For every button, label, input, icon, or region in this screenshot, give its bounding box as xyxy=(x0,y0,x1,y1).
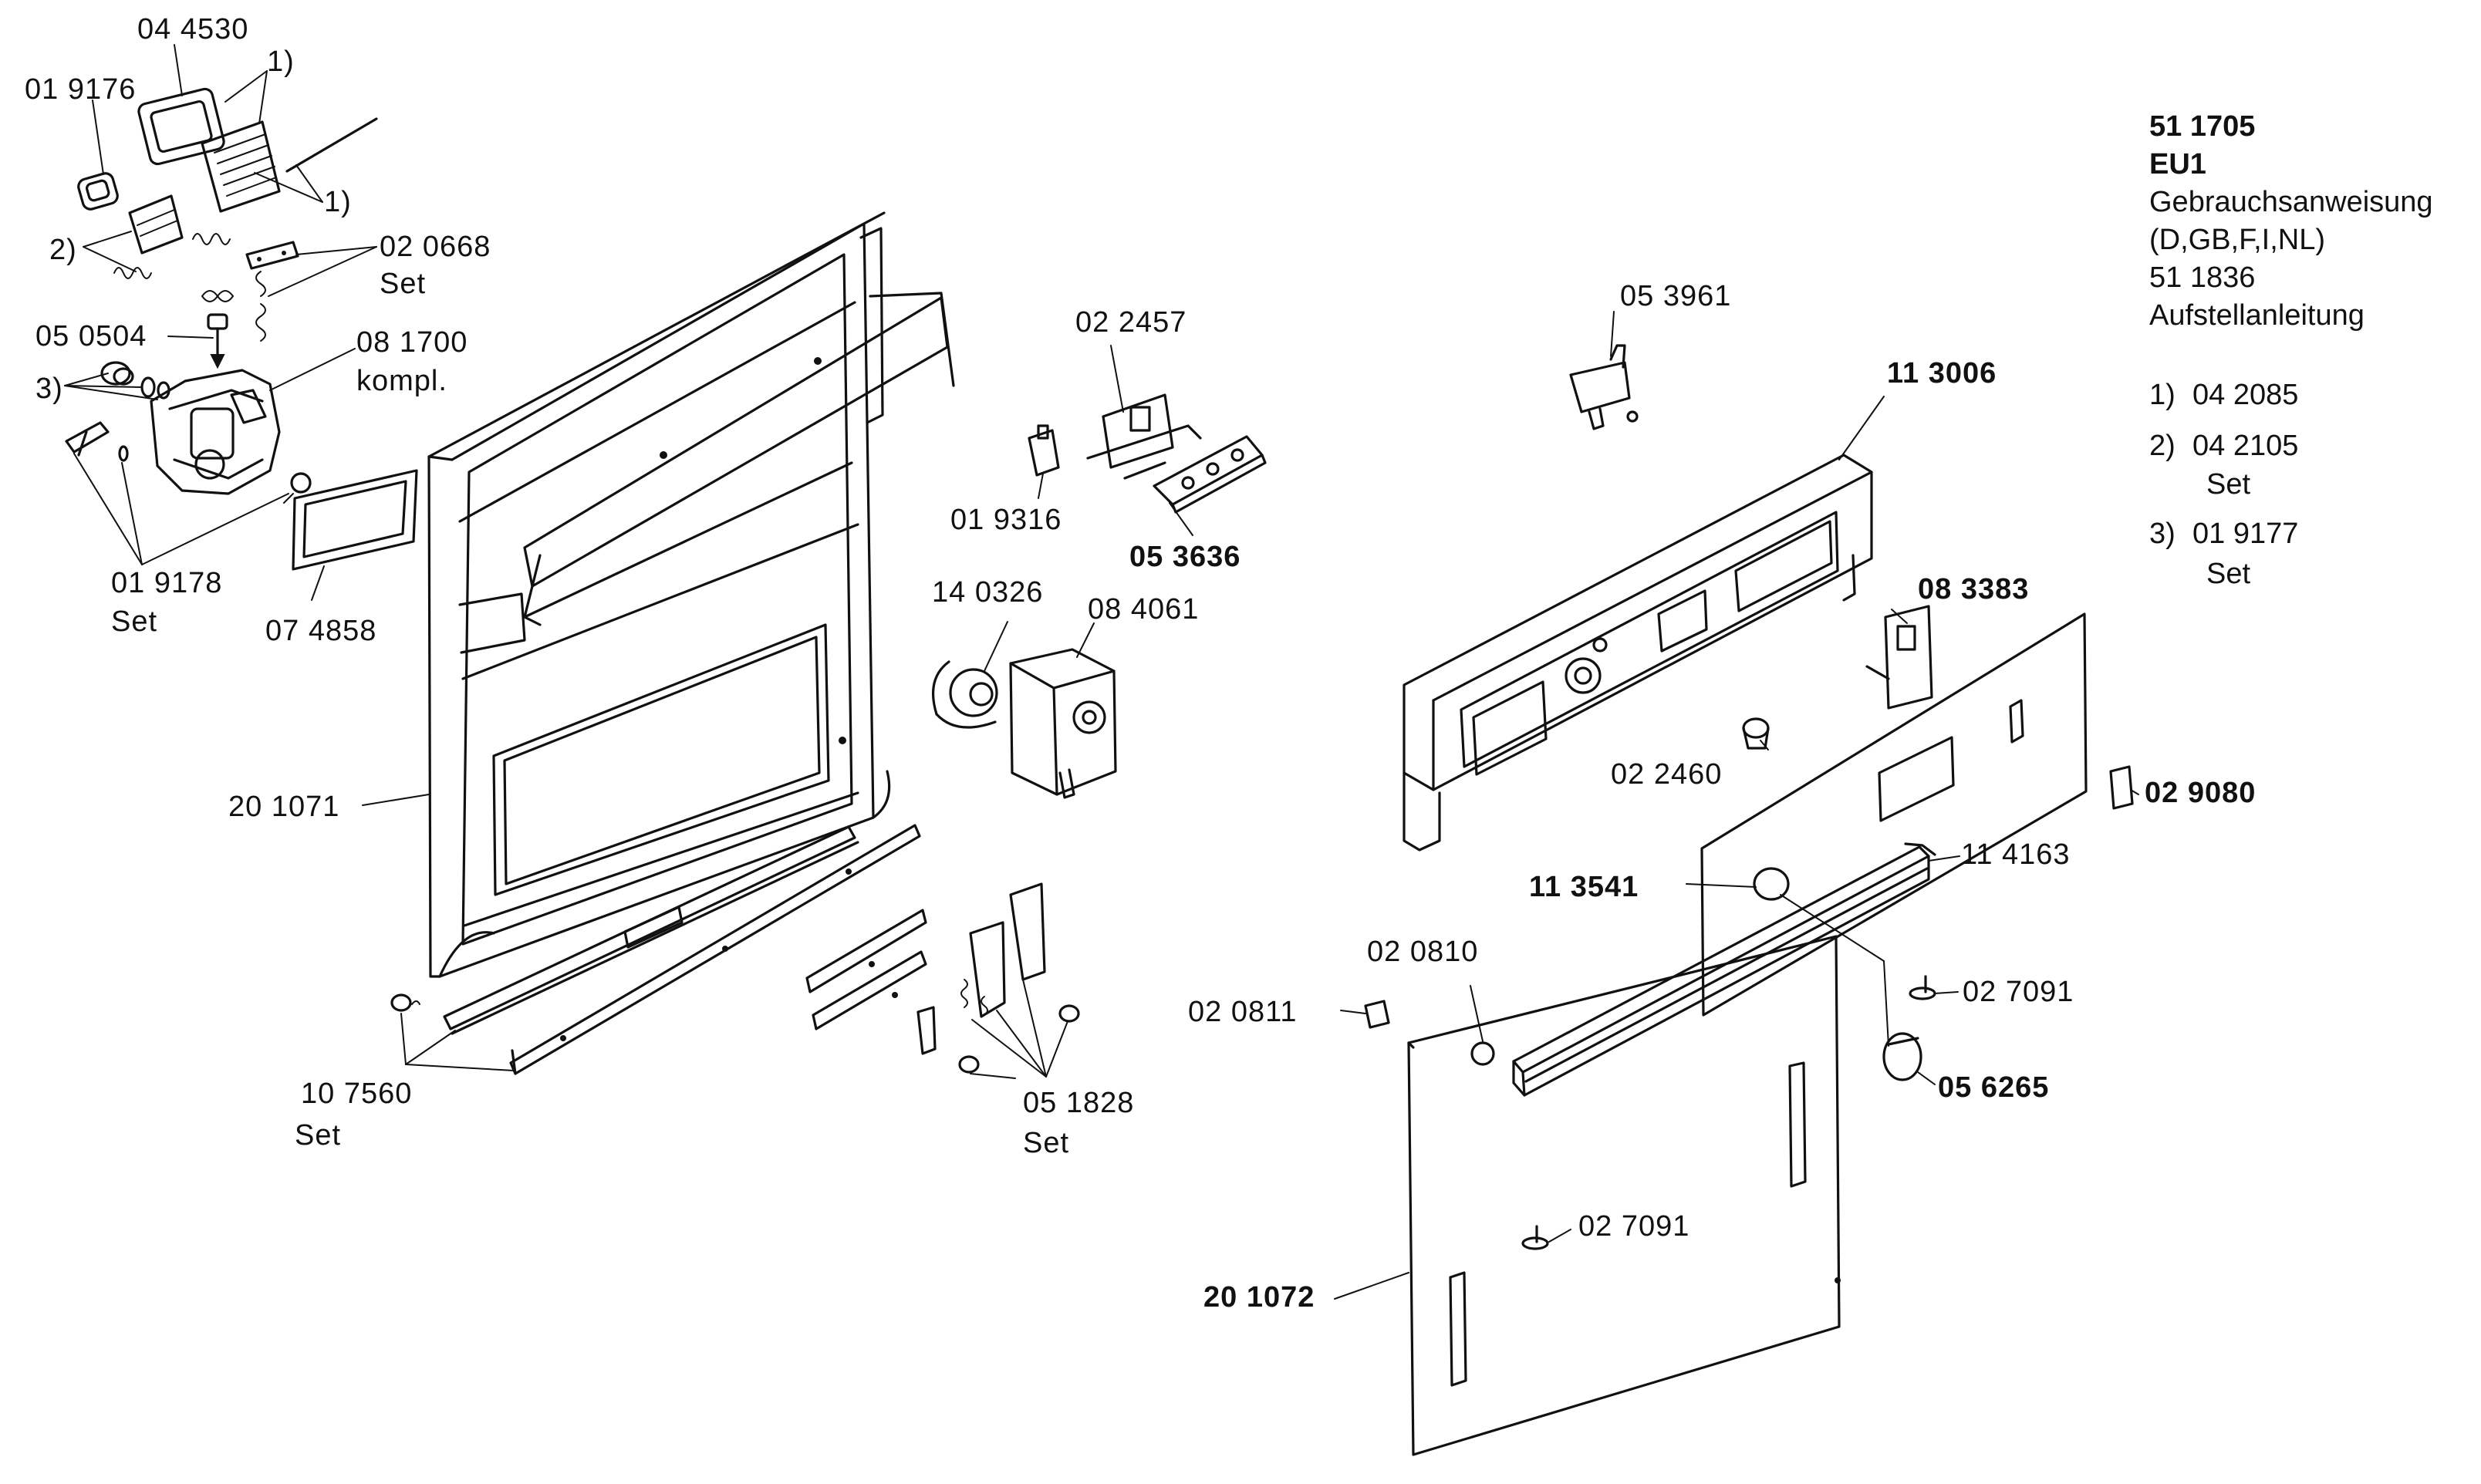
label-019316: 01 9316 xyxy=(950,504,1062,536)
label-019176: 01 9176 xyxy=(25,73,137,106)
bottom-rails-107560 xyxy=(390,824,921,1075)
label-020811: 02 0811 xyxy=(1188,996,1298,1028)
control-panel-113006 xyxy=(1403,454,1873,852)
label-020668-set: Set xyxy=(380,268,427,300)
springs xyxy=(113,233,266,342)
clip-027091-top xyxy=(1909,975,1936,1000)
footnote-mark-1-mid: 1) xyxy=(324,186,352,218)
footnote-3-part: 01 9177 xyxy=(2192,518,2299,550)
fascia-113541 xyxy=(1700,612,2088,1017)
leader-lines xyxy=(64,44,2139,1300)
footnote-2-part: 04 2105 xyxy=(2192,430,2299,462)
label-081700: 08 1700 xyxy=(356,326,468,359)
footnote-3-note: Set xyxy=(2206,558,2251,590)
label-019178: 01 9178 xyxy=(111,567,223,599)
nut-020811 xyxy=(1364,1000,1390,1029)
footnote-3: 3) 01 9177 xyxy=(2149,517,2298,551)
gasket-074858 xyxy=(292,469,418,571)
clip-019316 xyxy=(1028,424,1060,477)
label-083383: 08 3383 xyxy=(1918,573,2030,605)
legend-manual-languages: (D,GB,F,I,NL) xyxy=(2149,224,2326,256)
label-029080: 02 9080 xyxy=(2145,777,2257,809)
small-grille xyxy=(128,194,184,255)
hinge-parts-051828 xyxy=(805,882,1080,1074)
clip-027091-bottom xyxy=(1521,1225,1549,1250)
bracket-022457 xyxy=(1086,393,1202,480)
screw-107560 xyxy=(390,993,412,1012)
label-107560: 10 7560 xyxy=(301,1078,413,1110)
legend-model-variant: EU1 xyxy=(2149,148,2206,180)
label-114163: 11 4163 xyxy=(1961,838,2071,871)
label-056265: 05 6265 xyxy=(1938,1071,2050,1104)
label-027091-bottom: 02 7091 xyxy=(1578,1210,1690,1243)
vent-grille xyxy=(201,120,281,213)
footnote-2-mark: 2) xyxy=(2149,430,2176,462)
vent-frame-044530 xyxy=(137,87,225,166)
footnote-1-part: 04 2085 xyxy=(2192,379,2299,411)
label-022457: 02 2457 xyxy=(1075,306,1187,339)
button-022460 xyxy=(1742,717,1770,750)
label-020668: 02 0668 xyxy=(380,231,491,263)
cap-029080 xyxy=(2109,765,2134,810)
legend-install-number: 51 1836 xyxy=(2149,261,2256,294)
label-081700-kompl: kompl. xyxy=(356,365,447,397)
seal-strip xyxy=(285,117,378,173)
timer-084061 xyxy=(1009,648,1117,799)
legend: 51 1705 EU1 Gebrauchsanweisung (D,GB,F,I… xyxy=(2149,108,2433,335)
knob-056265 xyxy=(1882,1032,1922,1081)
switch-083383 xyxy=(1865,605,1933,710)
label-020810: 02 0810 xyxy=(1367,936,1479,968)
footnote-1-mark: 1) xyxy=(2149,379,2176,411)
knob-cam-140326 xyxy=(931,660,998,729)
footnote-mark-1-top: 1) xyxy=(267,46,295,78)
latch-019178 xyxy=(65,421,129,462)
plate-020668 xyxy=(245,241,299,270)
label-050504: 05 0504 xyxy=(35,320,147,352)
lock-081700 xyxy=(150,369,312,504)
outer-door-201072 xyxy=(1407,935,1841,1456)
label-074858: 07 4858 xyxy=(265,615,377,647)
label-053636: 05 3636 xyxy=(1129,541,1241,573)
pin-050504 xyxy=(201,290,235,369)
label-051828: 05 1828 xyxy=(1023,1087,1135,1119)
inner-door-201071 xyxy=(427,211,955,978)
footnote-1: 1) 04 2085 xyxy=(2149,378,2298,412)
small-frame-019176 xyxy=(77,172,119,211)
label-107560-set: Set xyxy=(295,1119,342,1152)
label-051828-set: Set xyxy=(1023,1127,1070,1159)
strip-114163 xyxy=(1512,842,1936,1097)
legend-model-number: 51 1705 xyxy=(2149,110,2256,143)
footnote-mark-2: 2) xyxy=(49,234,77,266)
label-019178-set: Set xyxy=(111,605,158,638)
legend-install-title: Aufstellanleitung xyxy=(2149,299,2365,332)
label-022460: 02 2460 xyxy=(1611,758,1723,791)
label-053961: 05 3961 xyxy=(1620,280,1732,312)
label-201071: 20 1071 xyxy=(228,791,340,823)
footnote-mark-3: 3) xyxy=(35,373,63,405)
footnote-2: 2) 04 2105 xyxy=(2149,429,2298,463)
label-113541: 11 3541 xyxy=(1529,871,1639,903)
label-027091-top: 02 7091 xyxy=(1963,976,2074,1008)
bracket-053961 xyxy=(1569,344,1639,430)
bushing-020810 xyxy=(1470,1041,1495,1066)
label-113006: 11 3006 xyxy=(1887,357,1997,390)
footnote-3-mark: 3) xyxy=(2149,518,2176,550)
label-044530: 04 4530 xyxy=(137,13,249,46)
label-201072: 20 1072 xyxy=(1203,1281,1315,1314)
label-084061: 08 4061 xyxy=(1088,593,1200,626)
legend-manual-title: Gebrauchsanweisung xyxy=(2149,186,2433,218)
label-140326: 14 0326 xyxy=(932,576,1044,609)
footnote-2-note: Set xyxy=(2206,468,2251,501)
